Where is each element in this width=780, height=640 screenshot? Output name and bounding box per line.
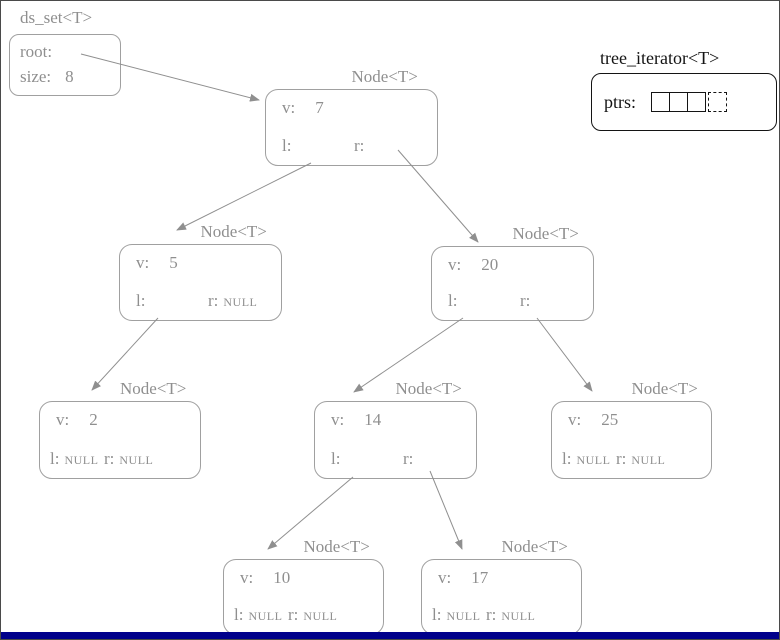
right-pointer-label: r: [354,136,365,155]
size-value: 8 [65,67,74,86]
node-value: 17 [471,568,489,587]
edge-7-left-5 [176,162,312,231]
node-type-label: Node<T> [631,379,698,398]
ptr-cell [669,92,689,112]
tree-node-17: Node<T> v: 17 l: NULL r: NULL [421,537,582,635]
tree-iterator: tree_iterator<T> ptrs: [591,48,777,131]
tree-node-20: Node<T> v: 20 l: r: [431,224,594,321]
value-label: v: [282,98,296,117]
right-pointer-value: NULL [303,609,338,623]
ptr-cells [651,92,728,112]
tree-node-25: Node<T> v: 25 l: NULL r: NULL [551,379,712,479]
ptr-cell [708,92,728,112]
ds-set-title: ds_set<T> [20,8,93,27]
value-label: v: [568,410,582,429]
node-type-label: Node<T> [351,67,418,86]
node-type-label: Node<T> [395,379,462,398]
tree-node-14: Node<T> v: 14 l: r: [314,379,477,479]
left-pointer-label: l: [50,449,60,468]
node-value: 7 [315,98,324,117]
tree-node-5: Node<T> v: 5 l: r: NULL [119,222,282,321]
right-pointer-value: NULL [501,609,536,623]
right-pointer-value: NULL [119,453,154,467]
value-label: v: [240,568,254,587]
left-pointer-label: l: [234,605,244,624]
left-pointer-value: NULL [446,609,481,623]
tree-node-2: Node<T> v: 2 l: NULL r: NULL [39,379,201,479]
right-pointer-label: r: [520,291,531,310]
tree-node-10: Node<T> v: 10 l: NULL r: NULL [223,537,384,635]
left-pointer-label: l: [331,449,341,468]
edge-14-right-17 [429,470,463,550]
node-type-label: Node<T> [120,379,187,398]
size-label: size: [20,67,52,86]
right-pointer-value: NULL [631,453,666,467]
root-pointer-row: root: [20,39,110,64]
node-type-label: Node<T> [200,222,267,241]
right-pointer-label: r: [288,605,299,624]
left-pointer-value: NULL [576,453,611,467]
left-pointer-value: NULL [64,453,99,467]
value-label: v: [56,410,70,429]
node-type-label: Node<T> [501,537,568,556]
left-pointer-label: l: [432,605,442,624]
edge-20-right-25 [536,317,593,392]
root-label: root: [20,42,53,61]
ptrs-row: ptrs: [592,91,728,113]
value-label: v: [136,253,150,272]
right-pointer-label: r: [486,605,497,624]
right-pointer-label: r: [616,449,627,468]
left-pointer-label: l: [282,136,292,155]
left-pointer-value: NULL [248,609,283,623]
node-value: 5 [169,253,178,272]
node-value: 14 [364,410,382,429]
node-type-label: Node<T> [512,224,579,243]
value-label: v: [331,410,345,429]
tree-iterator-title: tree_iterator<T> [600,48,720,68]
right-pointer-label: r: [208,291,219,310]
node-value: 25 [601,410,619,429]
ptrs-label: ptrs: [604,91,637,112]
tree-node-7: Node<T> v: 7 l: r: [265,67,438,166]
left-pointer-label: l: [448,291,458,310]
right-pointer-value: NULL [223,295,258,309]
node-value: 10 [273,568,291,587]
ptr-cell [687,92,707,112]
left-pointer-label: l: [136,291,146,310]
value-label: v: [438,568,452,587]
size-row: size: 8 [20,64,110,89]
node-type-label: Node<T> [303,537,370,556]
node-value: 20 [481,255,499,274]
ptr-cell [651,92,671,112]
right-pointer-label: r: [403,449,414,468]
right-pointer-label: r: [104,449,115,468]
ds-set-handle: ds_set<T> root: size: 8 [9,8,121,96]
left-pointer-label: l: [562,449,572,468]
node-value: 2 [89,410,98,429]
bottom-border-bar [1,632,779,639]
value-label: v: [448,255,462,274]
